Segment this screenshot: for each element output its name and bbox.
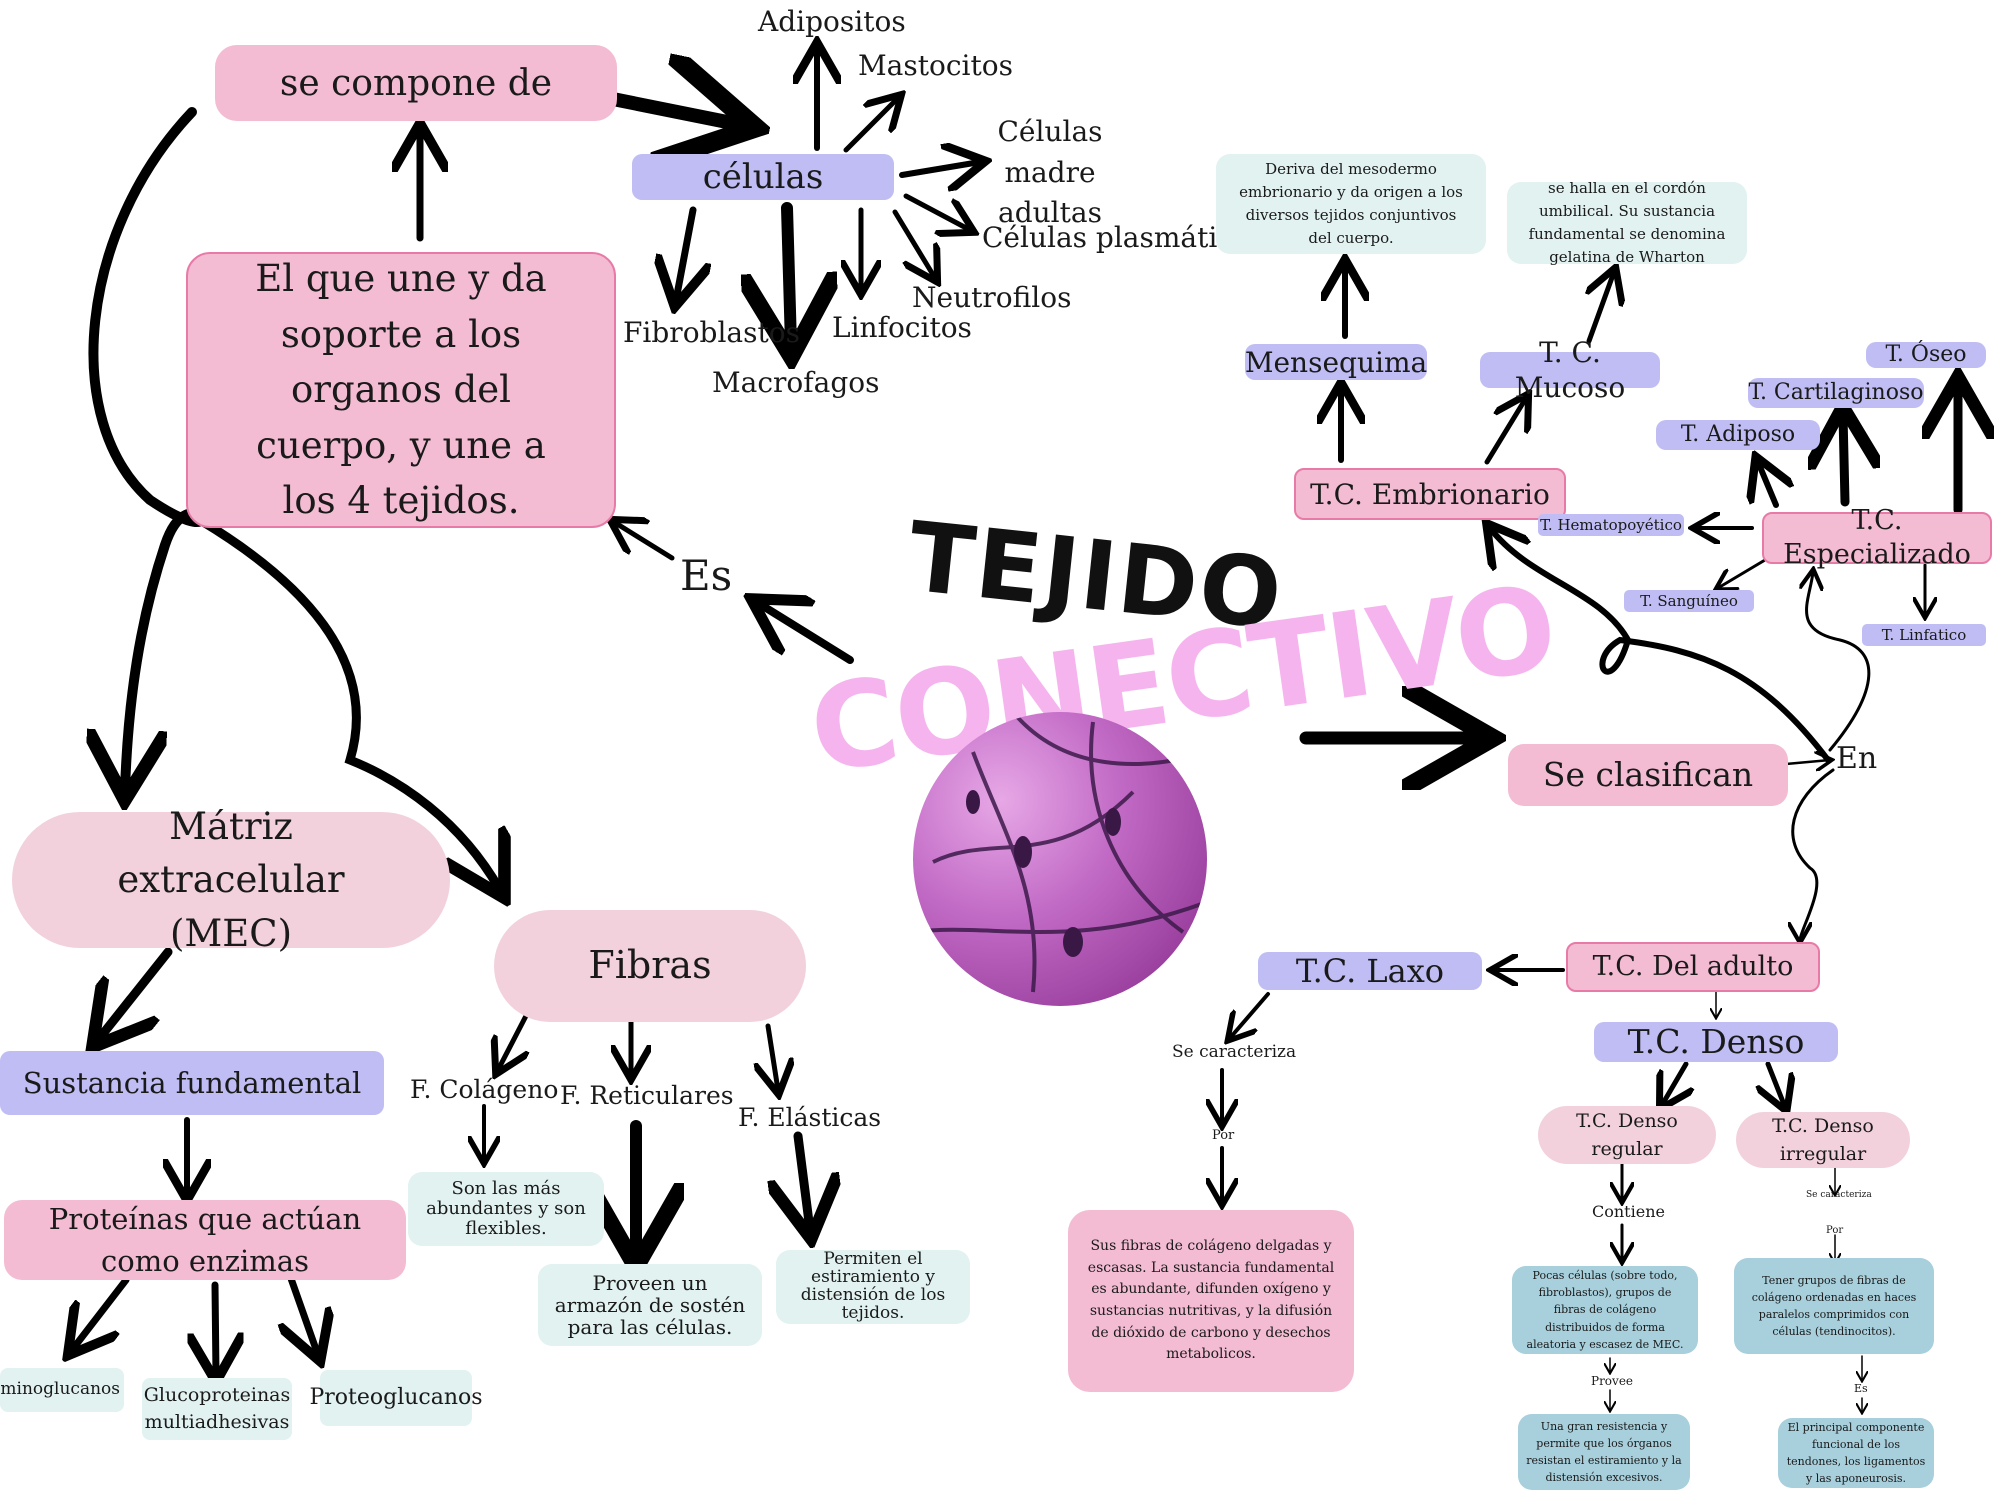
laxo-por: Por: [1212, 1128, 1235, 1143]
laxo-se-caracteriza: Se caracteriza: [1172, 1042, 1297, 1062]
especializado-box: T.C. Especializado: [1762, 505, 1992, 570]
proteoglucanos-label: Proteoglucanos: [309, 1385, 483, 1411]
celulas-box: células: [632, 154, 894, 200]
adulto-box: T.C. Del adulto: [1566, 942, 1820, 992]
denso-box: T.C. Denso: [1594, 1022, 1838, 1062]
colageno-desc-box: Son las más abundantes y son flexibles.: [408, 1172, 604, 1246]
hematopoyetico-label: T. Hematopoyético: [1540, 515, 1682, 534]
tissue-micrograph: [913, 712, 1207, 1006]
cell-madre: Células madre adultas: [997, 115, 1103, 230]
sustancia-label: Sustancia fundamental: [22, 1065, 362, 1100]
adulto-label: T.C. Del adulto: [1592, 951, 1794, 983]
sanguineo-label: T. Sanguíneo: [1640, 591, 1738, 610]
denso-regular-box: T.C. Denso regular: [1538, 1106, 1716, 1164]
cell-macrofagos: Macrofagos: [712, 366, 880, 399]
contiene-label: Contiene: [1592, 1202, 1665, 1221]
cell-fibroblastos: Fibroblastos: [623, 316, 800, 349]
cell-linfocitos: Linfocitos: [832, 311, 972, 344]
irr-es-label: Es: [1854, 1382, 1868, 1395]
irregular-desc-box: Tener grupos de fibras de colágeno orden…: [1734, 1258, 1934, 1354]
se-compone-de-box: se compone de: [215, 45, 617, 121]
elasticas-desc-box: Permiten el estiramiento y distensión de…: [776, 1250, 970, 1324]
elasticas-desc-text: Permiten el estiramiento y distensión de…: [800, 1249, 946, 1323]
glucoproteinas-box: Glucoproteinas multiadhesivas: [142, 1378, 292, 1440]
provee-label: Provee: [1591, 1374, 1634, 1388]
mucoso-box: T. C. Mucoso: [1480, 336, 1660, 404]
oseo-label: T. Óseo: [1885, 342, 1967, 368]
adiposo-box: T. Adiposo: [1656, 420, 1820, 450]
en-label: En: [1836, 741, 1878, 776]
glucoproteinas-label: Glucoproteinas multiadhesivas: [143, 1384, 291, 1433]
mensequima-box: Mensequima: [1245, 344, 1427, 380]
laxo-label: T.C. Laxo: [1295, 952, 1445, 990]
irr-por: Por: [1826, 1225, 1844, 1236]
regular-desc-box: Pocas células (sobre todo, fibroblastos)…: [1512, 1266, 1698, 1354]
cartilaginoso-box: T. Cartilaginoso: [1748, 378, 1924, 408]
glucosaminoglucanos-label: Glucosaminoglucanos: [0, 1379, 120, 1400]
proteinas-box: Proteínas que actúan como enzimas: [4, 1200, 406, 1280]
se-clasifican-label: Se clasifican: [1542, 755, 1754, 795]
se-compone-de-label: se compone de: [279, 62, 553, 104]
cell-adipositos: Adipositos: [758, 5, 906, 38]
mec-label: Mátriz extracelular (MEC): [117, 804, 345, 955]
definicion-box: El que une y da soporte a los organos de…: [186, 252, 616, 528]
sanguineo-box: T. Sanguíneo: [1624, 590, 1754, 612]
irregular-es-text: El principal componente funcional de los…: [1786, 1420, 1926, 1486]
se-clasifican-box: Se clasifican: [1508, 744, 1788, 806]
mucoso-label: T. C. Mucoso: [1514, 336, 1626, 404]
adiposo-label: T. Adiposo: [1680, 422, 1796, 448]
reticulares-desc-box: Proveen un armazón de sostén para las cé…: [538, 1264, 762, 1346]
sustancia-box: Sustancia fundamental: [0, 1051, 384, 1115]
fibras-label: Fibras: [588, 943, 712, 988]
laxo-desc-box: Sus fibras de colágeno delgadas y escasa…: [1068, 1210, 1354, 1392]
glucosaminoglucanos-box: Glucosaminoglucanos: [0, 1368, 124, 1412]
denso-irregular-label: T.C. Denso irregular: [1772, 1114, 1874, 1166]
colageno-desc-text: Son las más abundantes y son flexibles.: [426, 1178, 586, 1239]
regular-provee-box: Una gran resistencia y permite que los ó…: [1518, 1414, 1690, 1490]
proteinas-label: Proteínas que actúan como enzimas: [48, 1201, 362, 1278]
proteoglucanos-box: Proteoglucanos: [309, 1370, 483, 1426]
cell-neutrofilos: Neutrofilos: [912, 281, 1072, 314]
irregular-desc-text: Tener grupos de fibras de colágeno orden…: [1751, 1273, 1917, 1339]
laxo-desc-text: Sus fibras de colágeno delgadas y escasa…: [1087, 1237, 1335, 1363]
mensequima-desc-box: Deriva del mesodermo embrionario y da or…: [1216, 154, 1486, 254]
mensequima-desc-text: Deriva del mesodermo embrionario y da or…: [1239, 159, 1463, 248]
mucoso-desc-text: se halla en el cordón umbilical. Su sust…: [1528, 178, 1726, 267]
regular-desc-text: Pocas células (sobre todo, fibroblastos)…: [1526, 1269, 1684, 1351]
laxo-box: T.C. Laxo: [1258, 952, 1482, 990]
regular-provee-text: Una gran resistencia y permite que los ó…: [1526, 1419, 1682, 1485]
embrionario-label: T.C. Embrionario: [1310, 477, 1550, 511]
fibras-box: Fibras: [494, 910, 806, 1022]
reticulares-desc-text: Proveen un armazón de sostén para las cé…: [554, 1271, 746, 1339]
denso-regular-label: T.C. Denso regular: [1576, 1109, 1678, 1161]
mensequima-label: Mensequima: [1244, 345, 1428, 379]
tissue-fibers: [913, 712, 1207, 993]
f-reticulares-label: F. Reticulares: [560, 1081, 734, 1110]
celulas-label: células: [702, 156, 824, 197]
denso-irregular-box: T.C. Denso irregular: [1736, 1112, 1910, 1168]
embrionario-box: T.C. Embrionario: [1294, 468, 1566, 520]
linfatico-label: T. Linfatico: [1881, 625, 1967, 644]
oseo-box: T. Óseo: [1866, 342, 1986, 368]
definicion-text: El que une y da soporte a los organos de…: [255, 257, 547, 523]
denso-label: T.C. Denso: [1627, 1022, 1805, 1062]
cell-mastocitos: Mastocitos: [858, 49, 1013, 82]
cartilaginoso-label: T. Cartilaginoso: [1748, 380, 1924, 406]
es-label: Es: [680, 551, 733, 600]
irr-se-caracteriza: Se caracteriza: [1806, 1190, 1872, 1200]
hematopoyetico-box: T. Hematopoyético: [1538, 514, 1684, 536]
f-elasticas-label: F. Elásticas: [738, 1103, 882, 1132]
f-colageno-label: F. Colágeno: [410, 1075, 559, 1104]
mec-box: Mátriz extracelular (MEC): [12, 805, 450, 955]
especializado-label: T.C. Especializado: [1783, 505, 1971, 570]
irregular-es-box: El principal componente funcional de los…: [1778, 1418, 1934, 1488]
mucoso-desc-box: se halla en el cordón umbilical. Su sust…: [1507, 179, 1747, 266]
linfatico-box: T. Linfatico: [1862, 624, 1986, 646]
